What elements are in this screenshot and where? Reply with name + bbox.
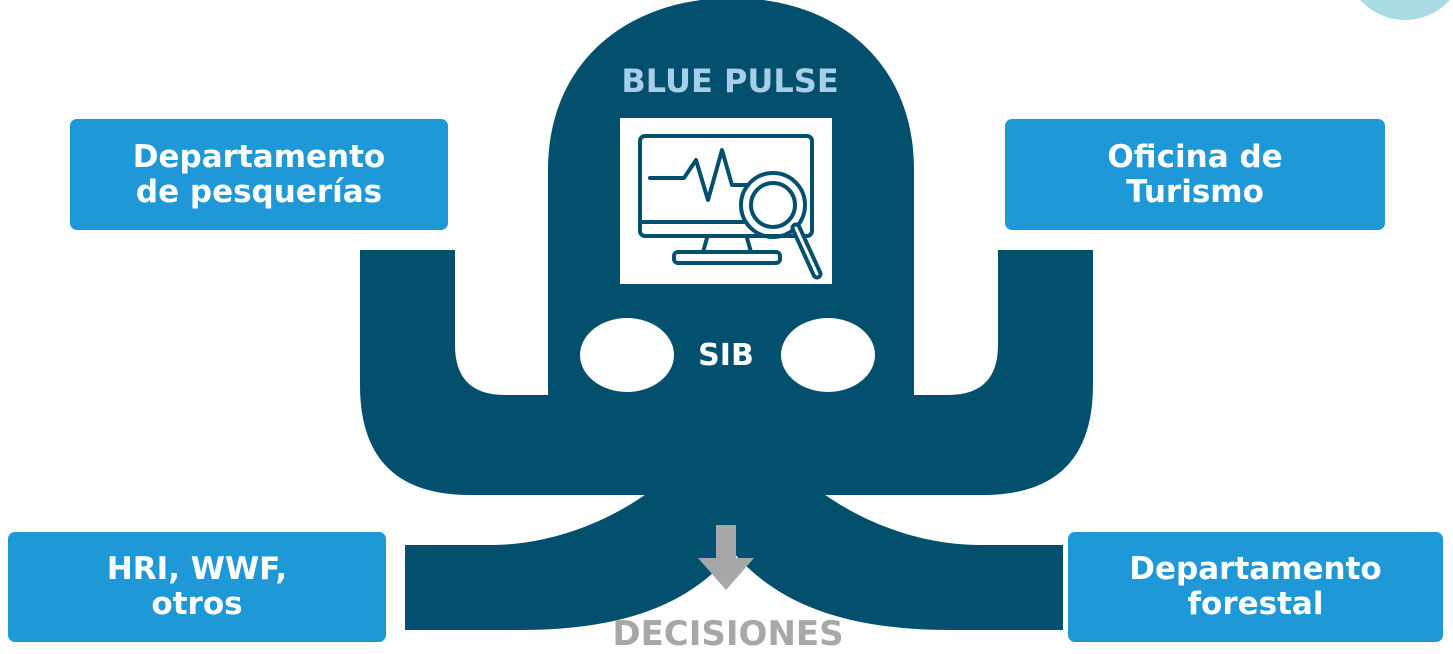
monitor-magnifier-icon — [620, 118, 832, 284]
box-top-left-line1: Departamento — [132, 138, 386, 175]
box-top-left-line2: de pesquerías — [135, 173, 383, 210]
arm-bottom-left — [405, 470, 775, 630]
box-bottom-left-line1: HRI, WWF, — [106, 551, 288, 587]
box-top-right-line1: Oficina de — [1107, 138, 1283, 175]
box-bottom-left: HRI, WWF, otros — [8, 532, 386, 642]
arrow-down-icon — [698, 525, 754, 590]
right-eye — [781, 318, 875, 392]
box-bottom-right-line1: Departamento — [1129, 551, 1382, 587]
left-eye — [580, 318, 674, 392]
box-bottom-left-line2: otros — [151, 586, 243, 622]
arm-bottom-right — [690, 470, 1063, 630]
arm-top-left — [360, 250, 560, 495]
octopus-center-label: SIB — [698, 338, 754, 373]
box-bottom-right: Departamento forestal — [1068, 532, 1443, 642]
decisions-label: DECISIONES — [612, 614, 844, 654]
arm-top-right — [900, 250, 1093, 495]
box-top-left: Departamento de pesquerías — [70, 119, 448, 230]
corner-decoration — [1360, 0, 1450, 20]
octopus-title: BLUE PULSE — [621, 62, 839, 100]
box-top-right: Oficina de Turismo — [1005, 119, 1385, 230]
box-top-right-line2: Turismo — [1126, 173, 1264, 210]
box-bottom-right-line2: forestal — [1187, 586, 1324, 622]
